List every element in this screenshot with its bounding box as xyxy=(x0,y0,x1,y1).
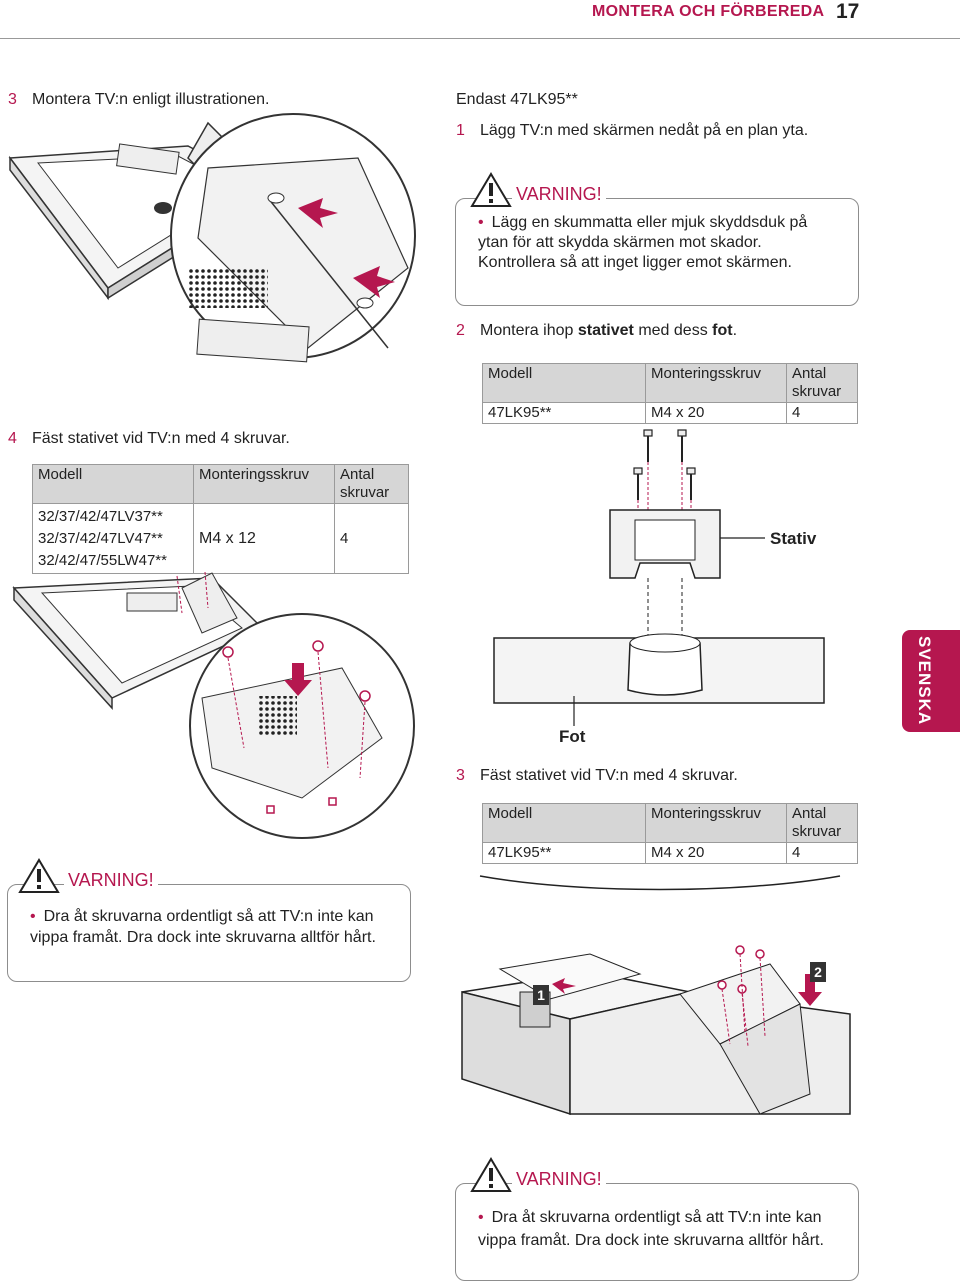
step-text: Lägg TV:n med skärmen nedåt på en plan y… xyxy=(480,122,809,139)
section-title: MONTERA OCH FÖRBEREDA xyxy=(592,3,825,20)
stand-screw-illustration xyxy=(12,571,415,839)
col-count: Antal skruvar xyxy=(786,803,858,843)
step-4-left: 4 Fäst stativet vid TV:n med 4 skruvar. xyxy=(8,430,290,448)
only-model-note: Endast 47LK95** xyxy=(456,91,578,108)
label-stand: Stativ xyxy=(770,529,817,548)
warning-box-right-2 xyxy=(455,1183,859,1281)
col-count: Antal skruvar xyxy=(334,464,409,504)
warning-box-right-1 xyxy=(455,198,859,306)
col-count: Antal skruvar xyxy=(786,363,858,403)
step-badge-1: 1 xyxy=(533,985,549,1005)
screw-spec-table-left: Modell Monteringsskruv Antal skruvar 32/… xyxy=(32,464,409,574)
language-tab-label: SVENSKA xyxy=(915,636,934,726)
page-number: 17 xyxy=(836,0,860,23)
step-text: Fäst stativet vid TV:n med 4 skruvar. xyxy=(32,430,290,447)
model: 47LK95** xyxy=(482,842,646,864)
step-text: Fäst stativet vid TV:n med 4 skruvar. xyxy=(480,767,738,784)
col-screw: Monteringsskruv xyxy=(645,363,787,403)
screw-size: M4 x 12 xyxy=(193,503,335,574)
stand-foot-illustration xyxy=(493,429,825,726)
warning-title: VARNING! xyxy=(512,184,606,205)
col-screw: Monteringsskruv xyxy=(193,464,335,504)
step-number: 2 xyxy=(456,322,465,339)
model: 47LK95** xyxy=(482,402,646,424)
tv-stand-attach-illustration xyxy=(461,875,851,1116)
step-text: Montera TV:n enligt illustrationen. xyxy=(32,91,270,108)
language-tab: SVENSKA xyxy=(902,630,960,732)
col-model: Modell xyxy=(482,803,646,843)
model-row: 32/37/42/47LV47** xyxy=(38,530,163,547)
screw-count: 4 xyxy=(786,842,858,864)
warning-title: VARNING! xyxy=(64,870,158,891)
step-number: 1 xyxy=(456,122,465,139)
screw-size: M4 x 20 xyxy=(645,842,787,864)
screw-size: M4 x 20 xyxy=(645,402,787,424)
warning-text: •Lägg en skummatta eller mjuk skyddsduk … xyxy=(478,214,808,271)
warning-text: •Dra åt skruvarna ordentligt så att TV:n… xyxy=(478,1209,824,1249)
step-badge-2: 2 xyxy=(810,962,826,982)
screw-count: 4 xyxy=(334,503,409,574)
header-divider xyxy=(0,38,960,39)
step-number: 4 xyxy=(8,430,17,447)
label-foot: Fot xyxy=(559,727,586,746)
warning-text: •Dra åt skruvarna ordentligt så att TV:n… xyxy=(30,908,376,946)
step-number: 3 xyxy=(456,767,465,784)
model-row: 32/42/47/55LW47** xyxy=(38,552,167,569)
col-screw: Monteringsskruv xyxy=(645,803,787,843)
tv-assembly-illustration xyxy=(8,113,416,363)
warning-box-left xyxy=(7,884,411,982)
step-3-left: 3 Montera TV:n enligt illustrationen. xyxy=(8,91,269,109)
col-model: Modell xyxy=(482,363,646,403)
warning-icon xyxy=(18,858,60,893)
col-model: Modell xyxy=(32,464,194,504)
warning-icon xyxy=(470,1157,512,1192)
warning-title: VARNING! xyxy=(512,1169,606,1190)
screw-count: 4 xyxy=(786,402,858,424)
step-number: 3 xyxy=(8,91,17,108)
warning-icon xyxy=(470,172,512,207)
step-1-right: 1 Lägg TV:n med skärmen nedåt på en plan … xyxy=(456,122,808,140)
screw-spec-table-right-2: Modell Monteringsskruv Antal skruvar 47L… xyxy=(482,803,858,864)
model-row: 32/37/42/47LV37** xyxy=(38,508,163,525)
screw-spec-table-right-1: Modell Monteringsskruv Antal skruvar 47L… xyxy=(482,363,858,424)
step-3-right: 3 Fäst stativet vid TV:n med 4 skruvar. xyxy=(456,767,738,785)
